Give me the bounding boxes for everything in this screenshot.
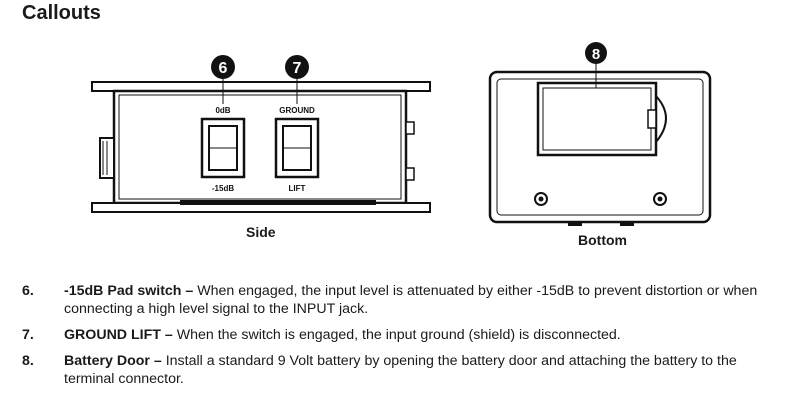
callout-6-number: 6 <box>219 60 228 77</box>
switch-6-top-label: 0dB <box>215 106 230 115</box>
page-title: Callouts <box>22 2 101 24</box>
item-text: When the switch is engaged, the input gr… <box>172 327 621 343</box>
bottom-view-drawing: 8 <box>488 42 712 226</box>
item-number: 6. <box>22 283 34 299</box>
callout-8-number: 8 <box>592 46 600 63</box>
screw-icon <box>653 192 667 206</box>
item-text: Install a standard 9 Volt battery by ope… <box>64 353 737 387</box>
item-term: Battery Door – <box>64 353 162 369</box>
side-caption: Side <box>246 224 276 240</box>
callout-6-badge: 6 <box>211 55 235 79</box>
side-view-drawing: 0dB -15dB GROUND LIFT 6 7 <box>91 55 431 213</box>
list-item: 8. Battery Door – Install a standard 9 V… <box>22 352 782 388</box>
switch-6-bottom-label: -15dB <box>212 184 234 193</box>
item-number: 7. <box>22 327 34 343</box>
ground-lift-switch-icon <box>274 117 320 179</box>
pad-switch-icon <box>200 117 246 179</box>
callout-7-number: 7 <box>293 60 302 77</box>
callout-8-badge: 8 <box>585 42 607 64</box>
switch-7-top-label: GROUND <box>279 106 315 115</box>
switch-7-bottom-label: LIFT <box>289 184 306 193</box>
callout-descriptions: 6. -15dB Pad switch – When engaged, the … <box>22 282 782 396</box>
item-text: When engaged, the input level is attenua… <box>64 283 758 317</box>
device-diagram: 0dB -15dB GROUND LIFT 6 7 <box>91 42 712 226</box>
battery-door-icon <box>536 81 667 157</box>
list-item: 6. -15dB Pad switch – When engaged, the … <box>22 282 782 318</box>
item-term: -15dB Pad switch – <box>64 283 194 299</box>
item-number: 8. <box>22 353 34 369</box>
callout-7-badge: 7 <box>285 55 309 79</box>
side-jack-icon <box>99 137 115 179</box>
list-item: 7. GROUND LIFT – When the switch is enga… <box>22 326 782 344</box>
screw-icon <box>534 192 548 206</box>
bottom-caption: Bottom <box>578 232 627 248</box>
item-term: GROUND LIFT – <box>64 327 173 343</box>
